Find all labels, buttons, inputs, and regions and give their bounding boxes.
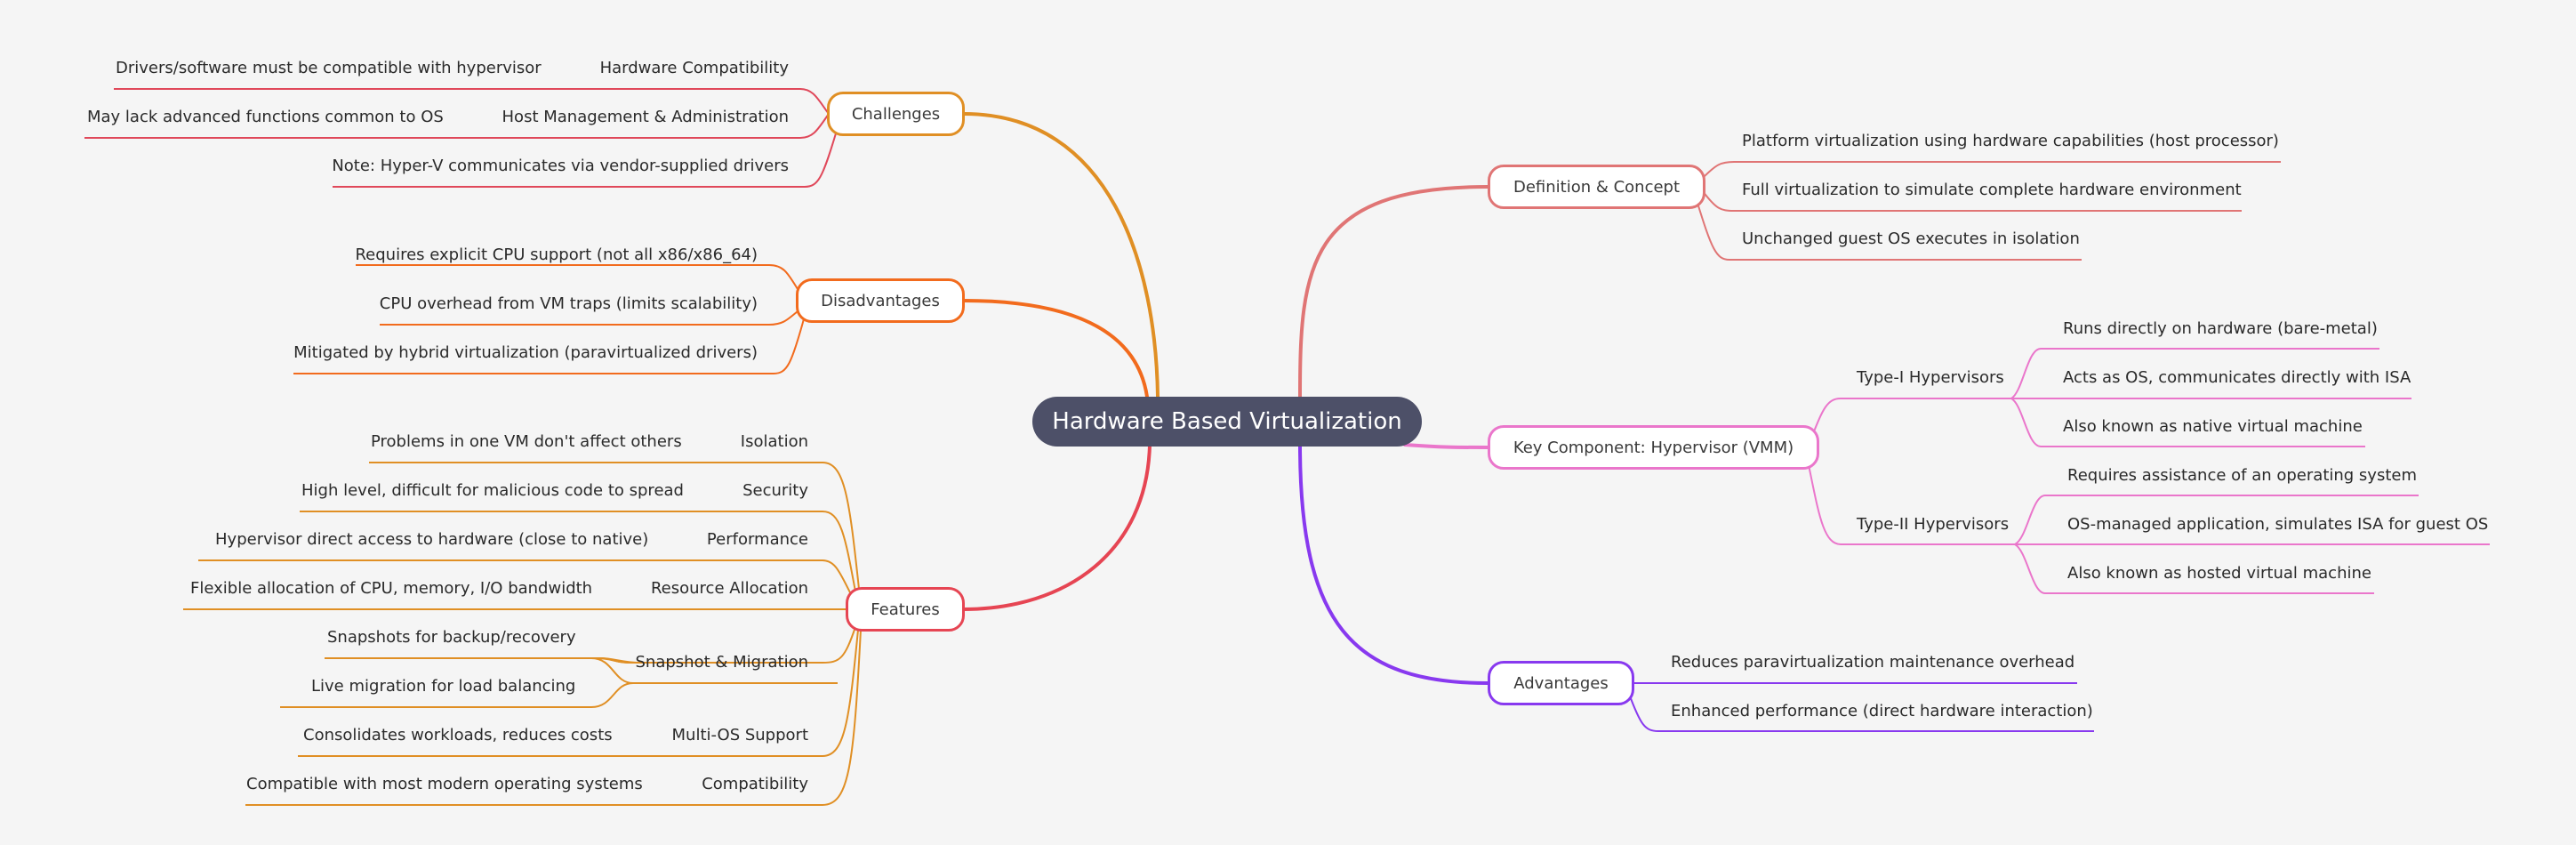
feature-resource-allocation-detail[interactable]: Flexible allocation of CPU, memory, I/O …: [190, 579, 593, 598]
feature-isolation[interactable]: Isolation: [740, 432, 808, 451]
branch-label: Disadvantages: [821, 291, 940, 310]
branch-features[interactable]: Features: [846, 587, 965, 632]
edge-root-disadvantages: [962, 299, 1149, 398]
feature-migration-detail[interactable]: Live migration for load balancing: [311, 677, 576, 696]
definition-guest-os[interactable]: Unchanged guest OS executes in isolation: [1742, 229, 2080, 248]
feature-resource-allocation[interactable]: Resource Allocation: [650, 579, 808, 598]
feature-compatibility[interactable]: Compatibility: [702, 775, 808, 793]
challenge-host-mgmt[interactable]: Host Management & Administration: [502, 108, 789, 126]
challenge-hardware-compat-detail[interactable]: Drivers/software must be compatible with…: [116, 59, 542, 77]
challenge-hardware-compat[interactable]: Hardware Compatibility: [599, 59, 789, 77]
branch-definition[interactable]: Definition & Concept: [1488, 165, 1705, 209]
challenge-hyperv-note[interactable]: Note: Hyper-V communicates via vendor-su…: [332, 157, 789, 175]
type2-os-managed[interactable]: OS-managed application, simulates ISA fo…: [2067, 515, 2489, 534]
feature-security-detail[interactable]: High level, difficult for malicious code…: [301, 481, 684, 500]
branch-label: Advantages: [1513, 673, 1609, 693]
type1-native-vm[interactable]: Also known as native virtual machine: [2063, 417, 2363, 436]
advantage-reduces-overhead[interactable]: Reduces paravirtualization maintenance o…: [1671, 653, 2075, 672]
edge-root-advantages: [1298, 443, 1489, 685]
feature-multi-os[interactable]: Multi-OS Support: [671, 726, 808, 744]
type1-acts-as-os[interactable]: Acts as OS, communicates directly with I…: [2063, 368, 2411, 387]
definition-platform[interactable]: Platform virtualization using hardware c…: [1742, 132, 2279, 150]
edge-root-hypervisor: [1403, 443, 1489, 449]
root-label: Hardware Based Virtualization: [1052, 408, 1402, 435]
edge-root-challenges: [962, 112, 1160, 398]
feature-performance-detail[interactable]: Hypervisor direct access to hardware (cl…: [215, 530, 649, 549]
disadvantage-mitigation[interactable]: Mitigated by hybrid virtualization (para…: [293, 343, 758, 362]
branch-challenges[interactable]: Challenges: [827, 92, 965, 136]
feature-isolation-detail[interactable]: Problems in one VM don't affect others: [371, 432, 682, 451]
type1-bare-metal[interactable]: Runs directly on hardware (bare-metal): [2063, 319, 2378, 338]
challenge-host-mgmt-detail[interactable]: May lack advanced functions common to OS: [87, 108, 444, 126]
edge-root-features: [961, 443, 1152, 611]
hypervisor-type2[interactable]: Type-II Hypervisors: [1857, 515, 2010, 534]
feature-compatibility-detail[interactable]: Compatible with most modern operating sy…: [246, 775, 643, 793]
type2-hosted-vm[interactable]: Also known as hosted virtual machine: [2067, 564, 2371, 583]
branch-label: Features: [871, 600, 940, 619]
type2-requires-os[interactable]: Requires assistance of an operating syst…: [2067, 466, 2418, 485]
branch-label: Key Component: Hypervisor (VMM): [1513, 438, 1794, 457]
disadvantage-cpu-overhead[interactable]: CPU overhead from VM traps (limits scala…: [379, 294, 758, 313]
feature-performance[interactable]: Performance: [706, 530, 808, 549]
feature-security[interactable]: Security: [742, 481, 808, 500]
branch-label: Challenges: [851, 104, 941, 124]
edge-root-definition: [1298, 185, 1489, 398]
feature-snapshot-migration[interactable]: Snapshot & Migration: [635, 653, 809, 672]
feature-snapshot-detail[interactable]: Snapshots for backup/recovery: [327, 628, 576, 647]
hypervisor-type1[interactable]: Type-I Hypervisors: [1857, 368, 2004, 387]
branch-hypervisor[interactable]: Key Component: Hypervisor (VMM): [1488, 425, 1819, 470]
root-node[interactable]: Hardware Based Virtualization: [1032, 397, 1422, 447]
feature-multi-os-detail[interactable]: Consolidates workloads, reduces costs: [303, 726, 613, 744]
definition-full-virtualization[interactable]: Full virtualization to simulate complete…: [1742, 181, 2242, 199]
branch-label: Definition & Concept: [1513, 177, 1681, 197]
disadvantage-cpu-support[interactable]: Requires explicit CPU support (not all x…: [355, 245, 758, 264]
branch-advantages[interactable]: Advantages: [1488, 661, 1634, 705]
advantage-enhanced-performance[interactable]: Enhanced performance (direct hardware in…: [1671, 702, 2093, 720]
branch-disadvantages[interactable]: Disadvantages: [796, 278, 965, 323]
